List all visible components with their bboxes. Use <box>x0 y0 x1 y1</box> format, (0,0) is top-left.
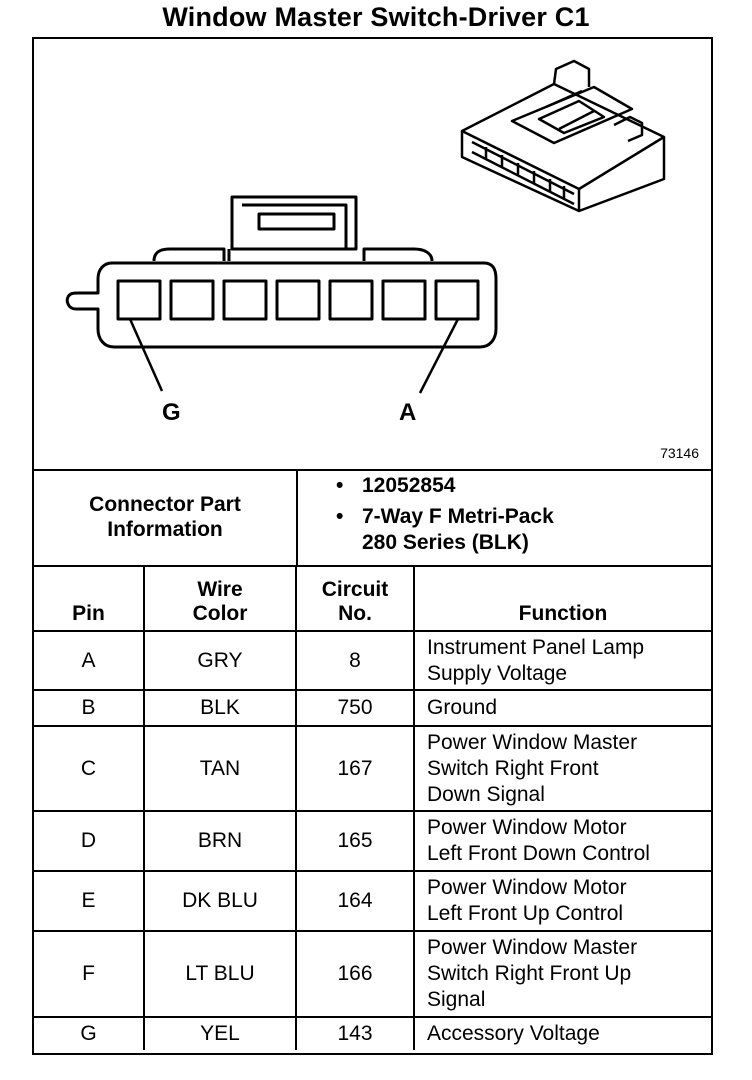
cell-circuit: 165 <box>295 810 415 872</box>
cell-pin: B <box>34 689 145 727</box>
table-row: F LT BLU 166 Power Window Master Switch … <box>34 930 711 1018</box>
cell-pin: E <box>34 870 145 932</box>
cell-function: Power Window Master Switch Right Front U… <box>413 930 711 1018</box>
table-header-row: Pin Wire Color Circuit No. Function <box>34 567 711 632</box>
function-line: Power Window Motor <box>427 876 627 899</box>
cell-function: Power Window Motor Left Front Up Control <box>413 870 711 932</box>
figure-number: 73146 <box>660 445 699 461</box>
description-line2: 280 Series (BLK) <box>362 531 529 554</box>
connector-info-heading-line1: Connector Part <box>89 493 241 516</box>
cell-pin: F <box>34 930 145 1018</box>
function-line: Left Front Down Control <box>427 842 650 865</box>
header-wire-color-line1: Wire <box>197 578 243 601</box>
header-circuit: Circuit No. <box>295 567 415 632</box>
cell-circuit: 164 <box>295 870 415 932</box>
cell-color: BRN <box>143 810 297 872</box>
table-row: A GRY 8 Instrument Panel Lamp Supply Vol… <box>34 630 711 691</box>
header-circuit-line2: No. <box>338 602 372 625</box>
cell-pin: C <box>34 725 145 812</box>
table-row: E DK BLU 164 Power Window Motor Left Fro… <box>34 870 711 932</box>
connector-sheet: G A 73146 Connector Part Information • 1… <box>32 37 713 1055</box>
function-line: Switch Right Front <box>427 756 599 780</box>
function-line: Switch Right Front Up <box>427 962 632 985</box>
pinout-table: Pin Wire Color Circuit No. Function A GR… <box>34 567 711 1050</box>
function-line: Power Window Motor <box>427 816 627 839</box>
connector-drawing <box>65 59 666 394</box>
cell-circuit: 166 <box>295 930 415 1018</box>
cell-circuit: 8 <box>295 630 415 691</box>
function-line: Accessory Voltage <box>427 1022 600 1045</box>
part-number-item: • 12052854 <box>298 473 708 499</box>
function-line: Supply Voltage <box>427 661 568 685</box>
cell-circuit: 750 <box>295 689 415 727</box>
cell-color: YEL <box>143 1016 297 1050</box>
leader-a <box>418 318 460 394</box>
description-item: • 7-Way F Metri-Pack 280 Series (BLK) <box>298 504 708 556</box>
bullet: • <box>336 474 344 497</box>
function-line: Instrument Panel Lamp <box>427 635 645 659</box>
pin-label-g: G <box>162 399 181 426</box>
table-row: C TAN 167 Power Window Master Switch Rig… <box>34 725 711 812</box>
header-function-label: Function <box>518 602 608 625</box>
page-title: Window Master Switch-Driver C1 <box>162 2 590 32</box>
function-line: Power Window Master <box>427 730 638 754</box>
cell-pin: D <box>34 810 145 872</box>
pin-label-a: A <box>399 399 417 426</box>
cell-color: GRY <box>143 630 297 691</box>
bullet: • <box>336 505 344 528</box>
part-number: 12052854 <box>362 474 456 497</box>
connector-info-heading: Connector Part Information <box>34 469 298 565</box>
function-line: Left Front Up Control <box>427 902 624 925</box>
table-row: B BLK 750 Ground <box>34 689 711 727</box>
cell-color: BLK <box>143 689 297 727</box>
table-row: G YEL 143 Accessory Voltage <box>34 1016 711 1050</box>
function-line: Ground <box>427 696 498 719</box>
cell-function: Ground <box>413 689 711 727</box>
cell-color: TAN <box>143 725 297 812</box>
cell-function: Power Window Motor Left Front Down Contr… <box>413 810 711 872</box>
cell-pin: A <box>34 630 145 691</box>
connector-diagram: G A 73146 <box>34 39 711 471</box>
cell-color: LT BLU <box>143 930 297 1018</box>
cell-pin: G <box>34 1016 145 1050</box>
connector-face <box>65 195 498 349</box>
header-pin-label: Pin <box>72 602 105 625</box>
cell-function: Instrument Panel Lamp Supply Voltage <box>413 630 711 691</box>
iso-connector <box>460 59 666 213</box>
function-line: Signal <box>427 988 486 1011</box>
header-wire-color-line2: Color <box>192 602 248 625</box>
header-pin: Pin <box>34 567 145 632</box>
function-line: Down Signal <box>427 782 545 806</box>
header-wire-color: Wire Color <box>143 567 297 632</box>
function-line: Power Window Master <box>427 936 638 959</box>
cell-color: DK BLU <box>143 870 297 932</box>
connector-info-heading-line2: Information <box>107 518 223 541</box>
cell-circuit: 167 <box>295 725 415 812</box>
header-function: Function <box>413 567 711 632</box>
cell-function: Accessory Voltage <box>413 1016 711 1050</box>
connector-part-information: Connector Part Information • 12052854 • … <box>34 469 711 567</box>
description-line1: 7-Way F Metri-Pack <box>362 505 554 528</box>
table-row: D BRN 165 Power Window Motor Left Front … <box>34 810 711 872</box>
connector-info-details: • 12052854 • 7-Way F Metri-Pack 280 Seri… <box>298 473 708 556</box>
header-circuit-line1: Circuit <box>321 578 389 601</box>
leader-g <box>128 318 164 392</box>
cell-circuit: 143 <box>295 1016 415 1050</box>
cell-function: Power Window Master Switch Right Front D… <box>413 725 711 812</box>
